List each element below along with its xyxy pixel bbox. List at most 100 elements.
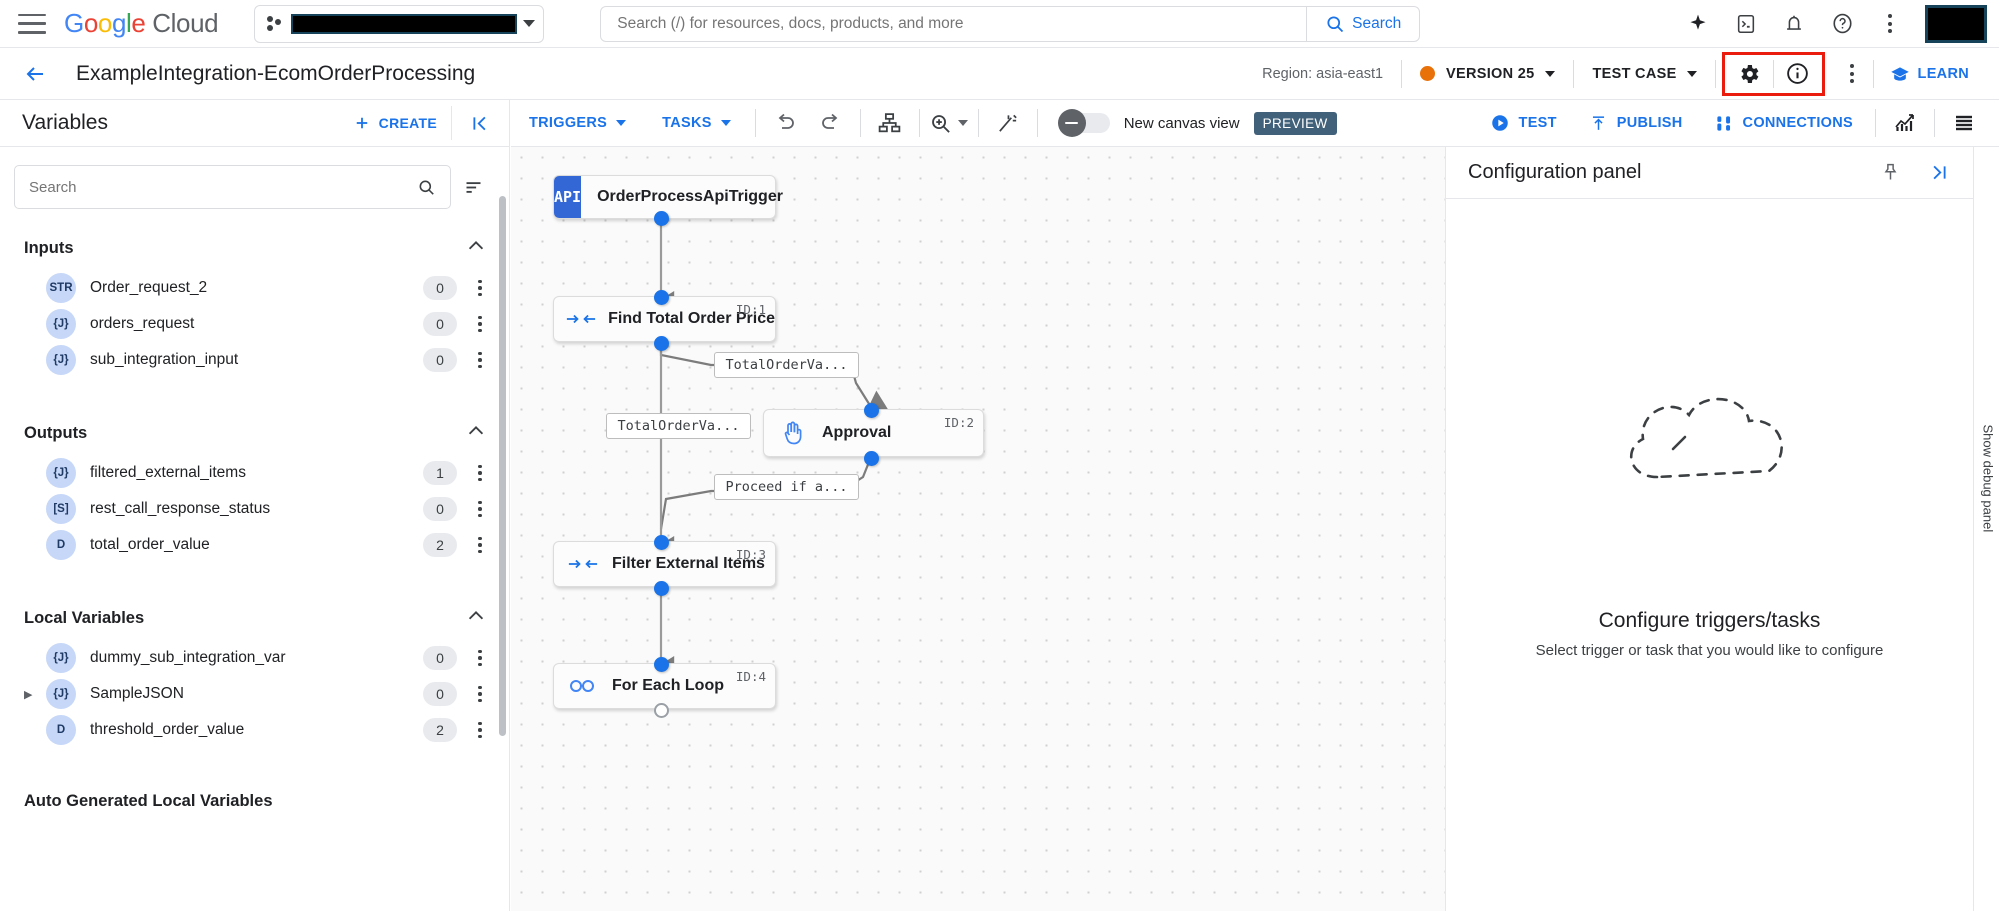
variable-row[interactable]: STR Order_request_2 0	[0, 270, 509, 306]
page-title: ExampleIntegration-EcomOrderProcessing	[76, 61, 476, 85]
triggers-menu[interactable]: TRIGGERS	[511, 115, 644, 131]
variable-row[interactable]: D threshold_order_value 2	[0, 712, 509, 748]
test-label: TEST	[1518, 115, 1557, 131]
analytics-button[interactable]	[1882, 103, 1928, 143]
search-button-label: Search	[1352, 14, 1402, 32]
variable-name: SampleJSON	[90, 685, 184, 702]
show-debug-panel-label[interactable]: Show debug panel	[1980, 424, 1996, 533]
search-button[interactable]: Search	[1306, 6, 1419, 41]
page-header-kebab-menu-icon[interactable]	[1831, 64, 1873, 83]
expand-panel-button[interactable]	[1917, 152, 1959, 194]
version-selector[interactable]: VERSION 25	[1402, 66, 1573, 82]
variable-row[interactable]: {J} sub_integration_input 0	[0, 342, 509, 378]
learn-button[interactable]: LEARN	[1874, 64, 1985, 84]
variable-row[interactable]: D total_order_value 2	[0, 527, 509, 563]
node-input-port[interactable]	[864, 403, 879, 418]
type-badge: {J}	[46, 679, 76, 709]
info-button[interactable]	[1774, 53, 1822, 95]
node-output-port[interactable]	[654, 581, 669, 596]
row-kebab-menu-icon[interactable]	[465, 351, 495, 369]
learn-label: LEARN	[1917, 65, 1969, 82]
logs-button[interactable]	[1941, 103, 1987, 143]
pin-button[interactable]	[1869, 152, 1911, 194]
highlighted-icon-group	[1721, 51, 1825, 96]
connections-label: CONNECTIONS	[1742, 115, 1853, 131]
node-output-port[interactable]	[654, 703, 669, 718]
variables-search[interactable]	[14, 165, 451, 209]
help-icon[interactable]	[1821, 3, 1863, 45]
test-case-selector[interactable]: TEST CASE	[1574, 66, 1714, 82]
global-top-bar: Google Cloud Search	[0, 0, 1999, 48]
row-kebab-menu-icon[interactable]	[465, 500, 495, 518]
integration-canvas[interactable]: API OrderProcessApiTrigger Find Total Or…	[511, 147, 1445, 911]
section-header[interactable]: Inputs	[0, 227, 509, 270]
row-kebab-menu-icon[interactable]	[465, 536, 495, 554]
node-output-port[interactable]	[654, 336, 669, 351]
hamburger-icon[interactable]	[18, 13, 46, 34]
create-variable-button[interactable]: CREATE	[353, 114, 437, 132]
debug-panel-strip[interactable]: Show debug panel	[1973, 147, 1999, 911]
search-input[interactable]	[29, 178, 417, 196]
row-kebab-menu-icon[interactable]	[465, 315, 495, 333]
row-kebab-menu-icon[interactable]	[465, 464, 495, 482]
tasks-menu[interactable]: TASKS	[644, 115, 749, 131]
variable-row[interactable]: {J} orders_request 0	[0, 306, 509, 342]
cloud-shell-icon[interactable]	[1725, 3, 1767, 45]
section-header[interactable]: Outputs	[0, 412, 509, 455]
publish-button[interactable]: PUBLISH	[1573, 114, 1699, 133]
undo-button[interactable]	[762, 103, 808, 143]
node-input-port[interactable]	[654, 290, 669, 305]
connections-button[interactable]: CONNECTIONS	[1699, 114, 1869, 133]
settings-button[interactable]	[1725, 53, 1773, 95]
top-bar-kebab-menu-icon[interactable]	[1869, 14, 1911, 33]
row-kebab-menu-icon[interactable]	[465, 721, 495, 739]
row-kebab-menu-icon[interactable]	[465, 279, 495, 297]
global-search[interactable]: Search	[600, 5, 1421, 42]
new-canvas-view-toggle[interactable]	[1057, 109, 1110, 137]
row-kebab-menu-icon[interactable]	[465, 685, 495, 703]
preview-badge: PREVIEW	[1253, 111, 1337, 135]
row-kebab-menu-icon[interactable]	[465, 649, 495, 667]
test-button[interactable]: TEST	[1474, 113, 1573, 133]
section-header[interactable]: Auto Generated Local Variables	[0, 784, 509, 819]
redo-button[interactable]	[808, 103, 854, 143]
magic-wand-button[interactable]	[985, 103, 1031, 143]
divider	[1872, 59, 1874, 88]
gemini-sparkle-icon[interactable]	[1677, 3, 1719, 45]
chevron-up-icon[interactable]	[465, 605, 487, 632]
section-title: Inputs	[24, 239, 74, 257]
variables-scrollbar[interactable]	[499, 196, 506, 736]
variable-row[interactable]: [S] rest_call_response_status 0	[0, 491, 509, 527]
node-input-port[interactable]	[654, 535, 669, 550]
variable-row[interactable]: {J} filtered_external_items 1	[0, 455, 509, 491]
collapse-panel-button[interactable]	[451, 106, 509, 140]
avatar[interactable]	[1925, 4, 1987, 43]
notifications-bell-icon[interactable]	[1773, 3, 1815, 45]
edge-label[interactable]: Proceed if a...	[714, 474, 859, 500]
back-button[interactable]	[20, 59, 50, 89]
type-badge: STR	[46, 273, 76, 303]
pin-icon	[1884, 163, 1896, 180]
row-expander-icon[interactable]: ▶	[24, 688, 33, 701]
node-input-port[interactable]	[654, 657, 669, 672]
google-cloud-logo[interactable]: Google Cloud	[64, 8, 219, 38]
variables-search-row	[0, 147, 509, 223]
search-input[interactable]	[601, 14, 1307, 33]
auto-layout-button[interactable]	[867, 103, 913, 143]
section-header[interactable]: Local Variables	[0, 597, 509, 640]
edge-label[interactable]: TotalOrderVa...	[714, 352, 859, 378]
section-title: Outputs	[24, 424, 88, 442]
zoom-menu[interactable]	[926, 103, 972, 143]
edge-label[interactable]: TotalOrderVa...	[606, 413, 751, 439]
variable-row[interactable]: {J} dummy_sub_integration_var 0	[0, 640, 509, 676]
chevron-up-icon[interactable]	[465, 420, 487, 447]
node-output-port[interactable]	[654, 211, 669, 226]
node-output-port[interactable]	[864, 451, 879, 466]
chevron-up-icon[interactable]	[465, 235, 487, 262]
sort-button[interactable]	[451, 177, 495, 198]
type-badge: {J}	[46, 309, 76, 339]
variable-row[interactable]: ▶ {J} SampleJSON 0	[0, 676, 509, 712]
node-order-process-api-trigger[interactable]: API OrderProcessApiTrigger	[553, 175, 783, 219]
project-picker[interactable]	[254, 4, 545, 43]
